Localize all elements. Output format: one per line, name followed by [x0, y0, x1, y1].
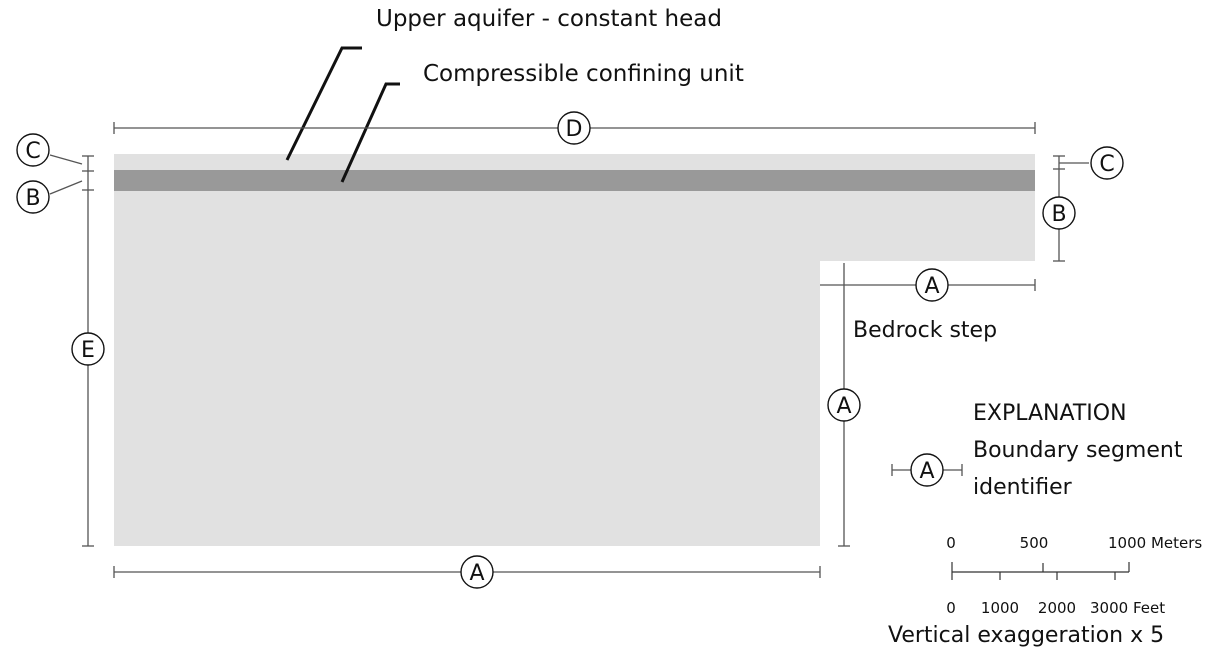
- segment-b-right: B: [1042, 196, 1076, 230]
- svg-text:A: A: [836, 394, 851, 419]
- bedrock-step-label: Bedrock step: [853, 318, 997, 343]
- model-domain: [114, 154, 1035, 546]
- scale-feet-0: 0: [946, 599, 956, 617]
- dimension-a-vertical: A: [827, 263, 861, 547]
- dimension-a-bottom: A: [113, 555, 821, 589]
- scale-meters-1000: 1000 Meters: [1108, 534, 1202, 552]
- scale-feet-1000: 1000: [981, 599, 1019, 617]
- dimension-a-step: A: [820, 268, 1036, 302]
- svg-text:C: C: [1099, 152, 1114, 177]
- svg-text:A: A: [924, 274, 939, 299]
- scale-meters-500: 500: [1020, 534, 1049, 552]
- scale-meters-0: 0: [946, 534, 956, 552]
- explanation-line1: Boundary segment: [973, 438, 1183, 463]
- vertical-exaggeration: Vertical exaggeration x 5: [888, 623, 1164, 648]
- svg-text:C: C: [25, 139, 40, 164]
- segment-e: E: [71, 332, 105, 366]
- explanation-title: EXPLANATION: [973, 401, 1127, 426]
- segment-c-left: C: [16, 133, 50, 167]
- explanation-symbol: A: [891, 453, 963, 487]
- svg-text:A: A: [469, 561, 484, 586]
- svg-text:A: A: [919, 459, 934, 484]
- confining-unit-band: [114, 170, 1035, 191]
- scale-feet-2000: 2000: [1038, 599, 1076, 617]
- dimension-d: D: [113, 111, 1036, 145]
- svg-text:B: B: [1051, 202, 1066, 227]
- svg-text:B: B: [25, 186, 40, 211]
- upper-aquifer-leader: [285, 46, 362, 161]
- confining-unit-leader: [340, 82, 400, 183]
- svg-text:E: E: [81, 338, 95, 363]
- segment-b-left: B: [16, 180, 50, 214]
- scale-bar: [951, 562, 1130, 580]
- svg-text:D: D: [566, 117, 583, 142]
- confining-unit-label: Compressible confining unit: [423, 61, 744, 87]
- segment-c-right: C: [1090, 146, 1124, 180]
- scale-feet-3000: 3000 Feet: [1090, 599, 1165, 617]
- explanation-line2: identifier: [973, 475, 1073, 500]
- upper-aquifer-label: Upper aquifer - constant head: [376, 6, 722, 32]
